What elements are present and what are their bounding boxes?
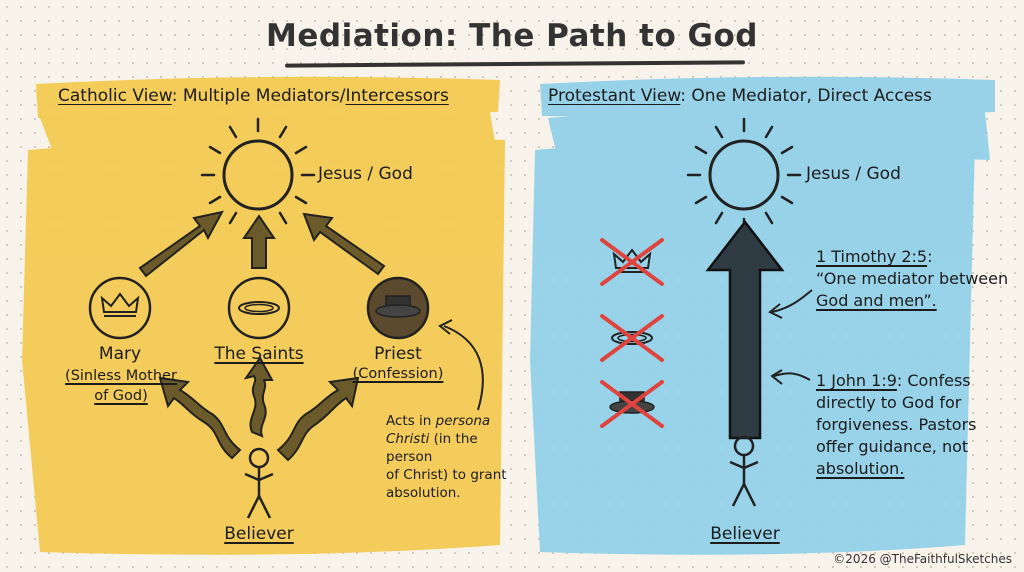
red-x-icon bbox=[600, 238, 664, 286]
mary-subtitle: (Sinless Mother of God) bbox=[54, 366, 188, 406]
mary-sub2: of God) bbox=[94, 388, 148, 404]
arrow-mary-to-god-icon bbox=[138, 210, 224, 278]
protestant-god-label: Jesus / God bbox=[806, 164, 901, 184]
page-title: Mediation: The Path to God bbox=[266, 18, 758, 54]
red-x-icon bbox=[600, 380, 664, 428]
direct-arrow-icon bbox=[705, 219, 785, 440]
protestant-believer-icon bbox=[728, 435, 760, 508]
arrow-priest-to-god-icon bbox=[302, 212, 386, 276]
priest-subtitle: (Confession) bbox=[352, 366, 444, 382]
mary-name: Mary bbox=[98, 344, 142, 364]
catholic-heading-c: Intercessors bbox=[345, 86, 449, 106]
protestant-sun-icon bbox=[686, 117, 802, 233]
protestant-heading: Protestant View: One Mediator, Direct Ac… bbox=[548, 86, 932, 106]
wavy-arrow-to-saints-icon bbox=[243, 356, 274, 438]
verse2-note: 1 John 1:9: Confess directly to God for … bbox=[816, 371, 977, 478]
wavy-arrow-to-priest-icon bbox=[276, 376, 360, 462]
saints-label: The Saints bbox=[214, 344, 304, 364]
catholic-believer-label: Believer bbox=[224, 524, 294, 544]
mary-circle bbox=[88, 276, 152, 340]
verse1-ref: 1 Timothy 2:5 bbox=[816, 247, 928, 266]
catholic-heading-b: : Multiple Mediators/ bbox=[171, 86, 346, 106]
mary-label: Mary bbox=[60, 344, 180, 364]
verse1-pointer-icon bbox=[771, 289, 813, 313]
protestant-believer-label: Believer bbox=[710, 524, 780, 544]
verse1-note: 1 Timothy 2:5: “One mediator between God… bbox=[816, 247, 1009, 310]
catholic-believer-icon bbox=[243, 447, 275, 520]
verse2-ref: 1 John 1:9 bbox=[816, 371, 897, 390]
verse2-pointer-icon bbox=[773, 372, 811, 381]
halo-icon bbox=[238, 301, 280, 315]
wavy-arrow-to-mary-icon bbox=[158, 376, 242, 460]
copyright-text: ©2026 @TheFaithfulSketches bbox=[833, 552, 1012, 566]
protestant-heading-a: Protestant View bbox=[548, 86, 681, 106]
priest-label: Priest bbox=[374, 344, 422, 364]
crown-icon bbox=[101, 293, 139, 317]
arrow-saints-to-god-icon bbox=[242, 214, 276, 269]
mary-sub1: (Sinless Mother bbox=[65, 368, 177, 384]
priest-note: Acts in persona Christi (in the person o… bbox=[386, 413, 507, 501]
catholic-heading-a: Catholic View bbox=[58, 86, 172, 106]
saints-circle bbox=[227, 276, 291, 340]
note-pointer-arrow-icon bbox=[443, 325, 484, 411]
protestant-heading-b: : One Mediator, Direct Access bbox=[680, 86, 932, 106]
catholic-heading: Catholic View: Multiple Mediators/Interc… bbox=[58, 86, 449, 106]
catholic-god-label: Jesus / God bbox=[318, 164, 413, 184]
catholic-panel-bg bbox=[22, 76, 505, 555]
